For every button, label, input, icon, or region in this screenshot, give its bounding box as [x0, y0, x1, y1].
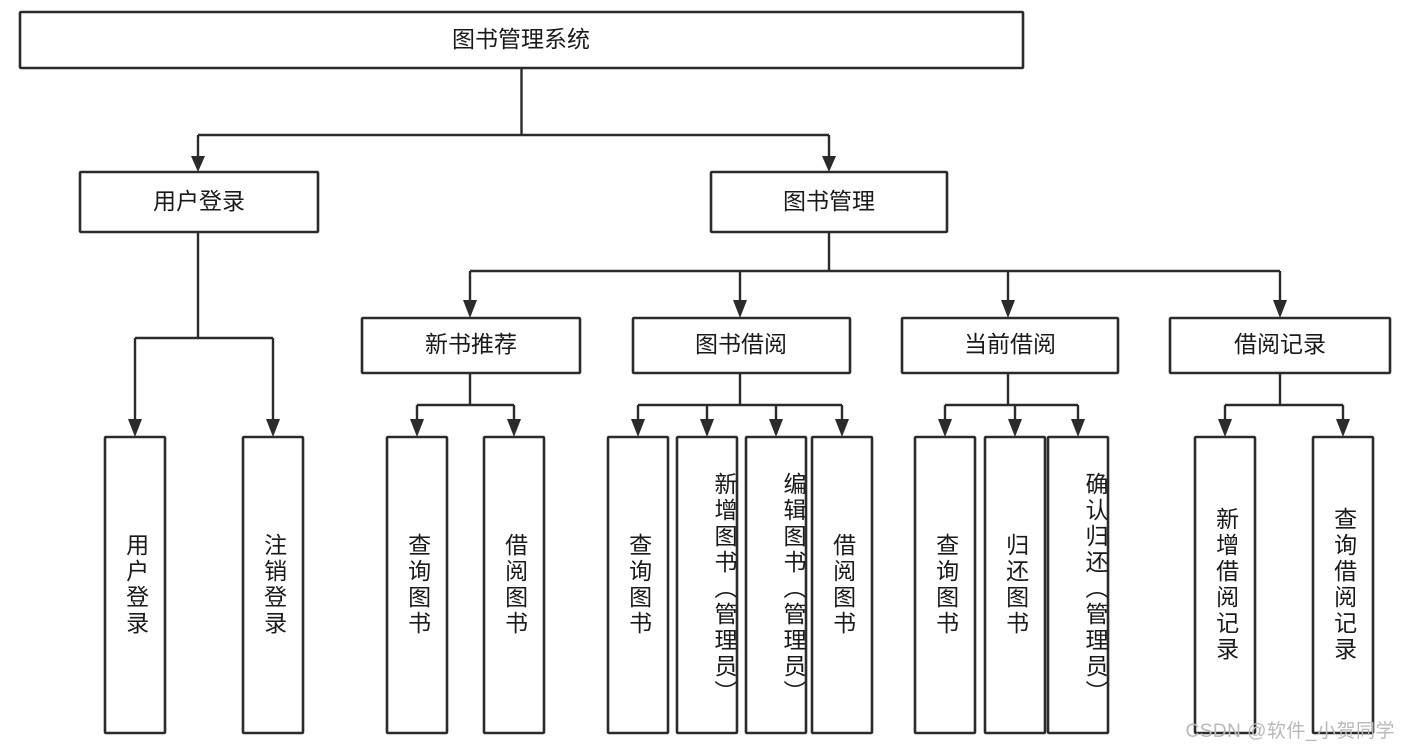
arrowhead-leaf-add-book-admin [700, 419, 714, 437]
node-new-book-recommend[interactable] [360, 316, 582, 375]
arrowhead-user-login [191, 156, 205, 172]
csdn-watermark: CSDN @软件_小贺同学 [1185, 721, 1395, 742]
leaf-query-borrow-record[interactable] [1311, 435, 1375, 735]
node-user-login[interactable] [78, 170, 320, 234]
node-book-management[interactable] [709, 170, 949, 234]
arrowhead-leaf-query-book-borrow [631, 419, 645, 437]
leaf-add-book-admin[interactable] [675, 435, 739, 735]
arrowhead-current-borrow [1001, 300, 1015, 318]
leaf-add-borrow-record[interactable] [1193, 435, 1257, 735]
leaf-return-book[interactable] [983, 435, 1047, 735]
arrowhead-leaf-query-book-recommend [410, 419, 424, 437]
arrowhead-leaf-query-borrow-record [1336, 419, 1350, 437]
node-borrow-record-label: 借阅记录 [1234, 331, 1326, 357]
node-user-login-label: 用户登录 [153, 188, 245, 214]
arrowhead-leaf-edit-book-admin [769, 419, 783, 437]
leaf-query-book-recommend[interactable] [385, 435, 449, 735]
arrowhead-leaf-return-book [1008, 419, 1022, 437]
leaf-borrow-book-recommend[interactable] [482, 435, 546, 735]
node-root-library-management-system[interactable] [18, 10, 1025, 70]
arrowhead-leaf-confirm-return-admin [1071, 419, 1085, 437]
node-current-borrow-label: 当前借阅 [964, 331, 1056, 357]
node-borrow-record[interactable] [1168, 316, 1392, 375]
leaf-borrow-book[interactable] [810, 435, 874, 735]
arrowhead-leaf-borrow-book [835, 419, 849, 437]
leaf-user-login[interactable] [103, 435, 167, 735]
leaf-confirm-return-admin[interactable] [1046, 435, 1110, 735]
node-root-label: 图书管理系统 [452, 26, 590, 52]
arrowhead-leaf-logout [266, 419, 280, 437]
leaf-query-book-current[interactable] [913, 435, 977, 735]
node-book-borrow-label: 图书借阅 [695, 331, 787, 357]
node-box-layer: 图书管理系统 用户登录 图书管理 新书推荐 图书借阅 当前借阅 借阅记录 [18, 10, 1392, 735]
arrowhead-borrow-record [1273, 300, 1287, 318]
arrowhead-leaf-query-book-current [938, 419, 952, 437]
node-book-management-label: 图书管理 [783, 188, 875, 214]
node-current-borrow[interactable] [900, 316, 1120, 375]
arrowhead-book-borrow [733, 300, 747, 318]
arrowhead-new-book-recommend [463, 300, 477, 318]
connector-layer [128, 68, 1350, 437]
node-book-borrow[interactable] [631, 316, 852, 375]
leaf-edit-book-admin[interactable] [744, 435, 808, 735]
arrowhead-book-management [822, 156, 836, 172]
arrowhead-leaf-borrow-book-recommend [507, 419, 521, 437]
leaf-query-book-borrow[interactable] [606, 435, 670, 735]
arrowhead-leaf-user-login [128, 419, 142, 437]
arrowhead-leaf-add-borrow-record [1218, 419, 1232, 437]
node-new-book-recommend-label: 新书推荐 [425, 331, 517, 357]
leaf-logout[interactable] [241, 435, 305, 735]
